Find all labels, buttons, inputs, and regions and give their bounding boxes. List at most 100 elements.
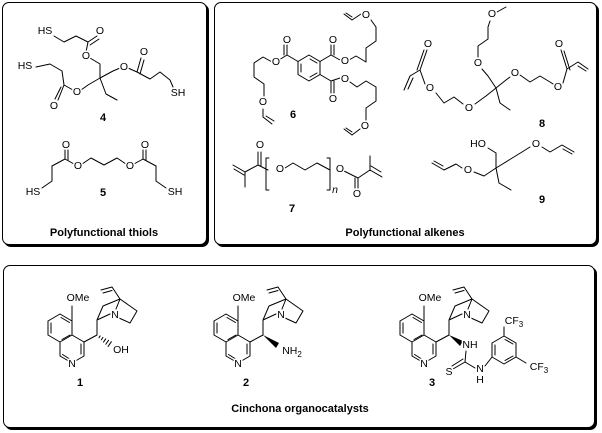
atom-label: O xyxy=(96,25,104,37)
sulfur-label: S xyxy=(445,366,452,378)
compound-label-text: 1 xyxy=(77,377,83,389)
atom-label: HS xyxy=(18,60,33,72)
compound-8-structure: O O O O O O O O 8 xyxy=(403,6,589,130)
cf3-top-label-subscript: 3 xyxy=(519,320,524,329)
cf3-top-label: CF3 xyxy=(505,315,524,329)
atom-label: HS xyxy=(38,25,53,37)
atom-label: O xyxy=(426,82,434,94)
amine-label-subscript: 2 xyxy=(297,350,302,359)
atom-label: HS xyxy=(26,186,41,198)
atom-label: O xyxy=(120,61,128,73)
cinchona-core-bonds xyxy=(213,286,304,364)
panel-polyfunctional-alkenes xyxy=(214,2,597,245)
atom-label: O xyxy=(465,102,473,114)
repeat-unit-n: n xyxy=(332,184,338,196)
atom-label: O xyxy=(256,139,264,151)
hydroxyl-label: OH xyxy=(113,344,129,356)
compound-9-bonds xyxy=(431,144,575,191)
thiourea-nh-label: NH xyxy=(462,339,477,351)
thiourea-n-label-text: N xyxy=(476,363,484,375)
cf3-top-label-text: CF xyxy=(505,315,519,327)
atom-label: O xyxy=(341,73,349,85)
sulfur-label-text: S xyxy=(445,366,452,378)
thiourea-nh-label-text: NH xyxy=(462,339,477,351)
atom-label: O xyxy=(74,160,82,172)
compound-label: 4 xyxy=(100,112,107,124)
atom-label: O xyxy=(50,100,58,112)
atom-label: O xyxy=(555,38,563,50)
compound-label: 1 xyxy=(77,377,83,389)
atom-label: O xyxy=(474,57,482,69)
atom-label: O xyxy=(140,46,148,58)
atom-label: O xyxy=(82,50,90,62)
cinchona-core-bonds xyxy=(47,286,138,364)
compound-4-structure: HS O O O O SH HS O O 4 xyxy=(16,24,187,125)
atom-label: O xyxy=(424,38,432,50)
quinuclidine-n-label: N xyxy=(463,309,471,321)
atom-label: O xyxy=(341,55,349,67)
atom-label: O xyxy=(336,163,344,175)
atom-label: O xyxy=(464,164,472,176)
atom-label: O xyxy=(488,8,496,20)
quinoline-n-label: N xyxy=(234,358,242,370)
compound-label: 5 xyxy=(100,187,106,199)
atom-label: O xyxy=(353,188,361,200)
atom-label: O xyxy=(272,56,280,68)
compound-6-structure: O O O O O O O O O 6 xyxy=(253,8,377,136)
cf3-bottom-label: CF3 xyxy=(530,361,549,375)
hashed-wedge-bond xyxy=(98,335,112,347)
atom-label: O xyxy=(361,120,369,132)
compound-label: 6 xyxy=(290,109,296,121)
compound-label: 2 xyxy=(243,377,249,389)
methoxy-label: OMe xyxy=(67,292,90,304)
thiourea-h-label-text: H xyxy=(476,374,484,386)
compound-4-bonds xyxy=(35,35,174,101)
atom-label: O xyxy=(141,139,149,151)
atom-label: O xyxy=(329,93,337,105)
quinoline-n-label: N xyxy=(68,358,76,370)
atom-label: O xyxy=(276,163,284,175)
quinuclidine-n-label: N xyxy=(277,309,285,321)
atom-label: O xyxy=(532,138,540,150)
quinoline-n-label-text: N xyxy=(234,358,242,370)
thiourea-aryl-bonds xyxy=(451,326,527,370)
methoxy-label: OMe xyxy=(233,292,256,304)
quinuclidine-n-label: N xyxy=(111,309,119,321)
compound-7-structure: O O O O n 7 xyxy=(232,138,383,215)
compound-label-text: 3 xyxy=(429,377,435,389)
compound-5-structure: O O O O HS SH 5 xyxy=(24,138,184,200)
atom-label: O xyxy=(511,67,519,79)
thiourea-n-label: N xyxy=(476,363,484,375)
methoxy-label-text: OMe xyxy=(419,292,442,304)
panel-title-alkenes: Polyfunctional alkenes xyxy=(345,227,464,239)
atom-label: O xyxy=(259,96,267,108)
panel-title-thiols: Polyfunctional thiols xyxy=(50,227,158,239)
compound-label: 3 xyxy=(429,377,435,389)
quinuclidine-n-label-text: N xyxy=(111,309,119,321)
methoxy-label-text: OMe xyxy=(67,292,90,304)
compound-5-bonds xyxy=(41,149,167,189)
panel-title-cinchona: Cinchona organocatalysts xyxy=(231,403,369,415)
amine-label: NH2 xyxy=(282,345,302,359)
compound-9-structure: HO O O 9 xyxy=(431,137,575,206)
amine-label-text: NH xyxy=(282,345,297,357)
atom-label: O xyxy=(362,9,370,21)
quinuclidine-n-label-text: N xyxy=(277,309,285,321)
methoxy-label: OMe xyxy=(419,292,442,304)
quinuclidine-n-label-text: N xyxy=(463,309,471,321)
methoxy-label-text: OMe xyxy=(233,292,256,304)
quinoline-n-label-text: N xyxy=(68,358,76,370)
compound-label: 9 xyxy=(539,194,545,206)
atom-label: HO xyxy=(470,138,486,150)
atom-label: SH xyxy=(168,186,183,198)
compound-label-text: 2 xyxy=(243,377,249,389)
compound-6-bonds xyxy=(253,12,377,136)
hydroxyl-label-text: OH xyxy=(113,344,129,356)
atom-label: O xyxy=(329,34,337,46)
panel-polyfunctional-thiols xyxy=(2,2,207,245)
quinoline-n-label-text: N xyxy=(420,358,428,370)
atom-label: O xyxy=(554,81,562,93)
